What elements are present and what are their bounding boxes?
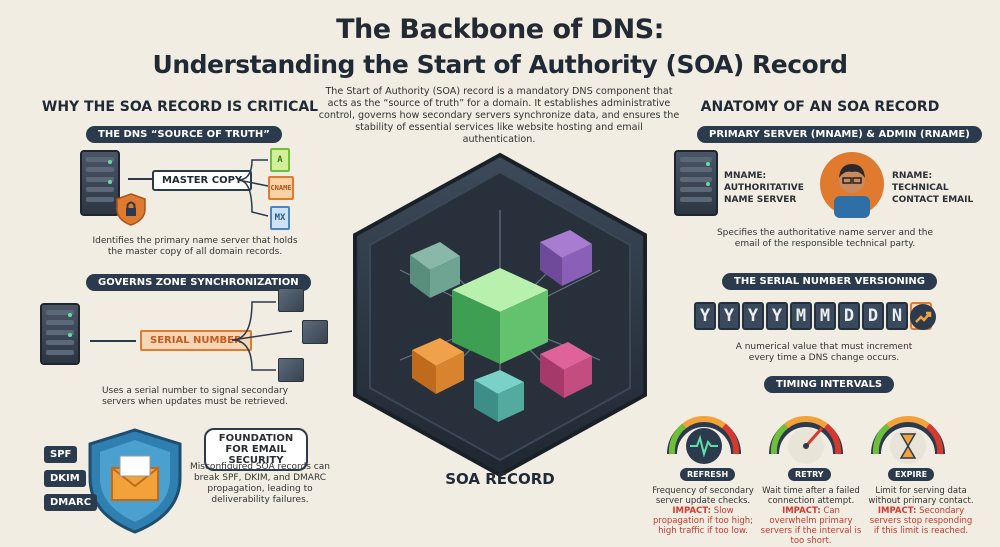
- refresh-desc-text: Frequency of secondary server update che…: [652, 486, 754, 506]
- serial-char: M: [814, 302, 836, 330]
- expire-gauge-icon: [868, 402, 948, 466]
- serial-chars: Y Y Y Y M M D D N N: [694, 302, 932, 330]
- expire-label: EXPIRE: [888, 468, 935, 481]
- serial-char: N: [886, 302, 908, 330]
- record-a-icon: A: [270, 148, 290, 172]
- refresh-gauge-icon: [664, 402, 744, 466]
- serial-char: Y: [742, 302, 764, 330]
- secondary-server-icon: [278, 358, 304, 382]
- serial-char: Y: [766, 302, 788, 330]
- title-line2: Understanding the Start of Authority (SO…: [152, 50, 848, 79]
- sync-arrow-line: [90, 340, 136, 342]
- master-copy-label: MASTER COPY: [152, 170, 253, 191]
- source-of-truth-tag: THE DNS “SOURCE OF TRUTH”: [86, 126, 282, 143]
- email-shield-icon: [80, 426, 190, 536]
- soa-cube-illustration: [340, 150, 660, 480]
- refresh-label: REFRESH: [680, 468, 736, 481]
- serial-tag: THE SERIAL NUMBER VERSIONING: [722, 273, 937, 290]
- spf-badge: SPF: [44, 446, 78, 463]
- email-security-tag: FOUNDATION FOR EMAIL SECURITY: [204, 428, 308, 471]
- primary-server-tag: PRIMARY SERVER (MNAME) & ADMIN (RNAME): [697, 126, 982, 143]
- retry-desc-text: Wait time after a failed connection atte…: [762, 486, 860, 506]
- retry-impact-text: Can overwhelm primary servers if the int…: [760, 506, 862, 546]
- serial-caption: A numerical value that must increment ev…: [735, 342, 913, 363]
- serial-char: Y: [694, 302, 716, 330]
- primary-server-icon: [40, 303, 80, 365]
- expire-desc-text: Limit for serving data without primary c…: [868, 486, 974, 506]
- sync-fanout-arrows: [232, 301, 292, 371]
- lock-shield-icon: [114, 192, 148, 226]
- right-heading: ANATOMY OF AN SOA RECORD: [700, 99, 940, 115]
- expire-impact-label: IMPACT:: [877, 506, 917, 516]
- trend-up-icon: [910, 304, 936, 330]
- refresh-impact-label: IMPACT:: [672, 506, 711, 516]
- rname-label: RNAME: TECHNICAL CONTACT EMAIL: [892, 171, 974, 205]
- mname-server-icon: [674, 150, 718, 216]
- arrow-line: [128, 178, 156, 180]
- dmarc-badge: DMARC: [44, 494, 98, 511]
- refresh-impact-text: Slow propagation if too high; high traff…: [653, 506, 753, 536]
- dkim-badge: DKIM: [44, 470, 86, 487]
- retry-label: RETRY: [788, 468, 831, 481]
- left-heading: WHY THE SOA RECORD IS CRITICAL: [41, 99, 319, 115]
- retry-impact-label: IMPACT:: [782, 506, 821, 516]
- serial-char: M: [790, 302, 812, 330]
- serial-number-label: SERIAL NUMBER: [140, 330, 252, 351]
- source-of-truth-caption: Identifies the primary name server that …: [92, 236, 298, 257]
- zone-sync-tag: GOVERNS ZONE SYNCHRONIZATION: [86, 274, 311, 291]
- title-line1: The Backbone of DNS:: [336, 14, 664, 45]
- serial-char: D: [838, 302, 860, 330]
- expire-impact-text: Secondary servers stop responding if thi…: [869, 506, 973, 536]
- serial-char: Y: [718, 302, 740, 330]
- zone-sync-caption: Uses a serial number to signal secondary…: [101, 386, 289, 407]
- secondary-server-icon: [302, 320, 328, 344]
- email-security-caption: Misconfigured SOA records can break SPF,…: [190, 462, 330, 505]
- secondary-server-icon: [278, 288, 304, 312]
- retry-desc: Wait time after a failed connection atte…: [758, 486, 864, 546]
- mname-label: MNAME: AUTHORITATIVE NAME SERVER: [724, 171, 804, 205]
- refresh-desc: Frequency of secondary server update che…: [650, 486, 756, 536]
- serial-char: D: [862, 302, 884, 330]
- primary-caption: Specifies the authoritative name server …: [716, 228, 934, 249]
- intro-text: The Start of Authority (SOA) record is a…: [318, 86, 680, 145]
- timing-tag: TIMING INTERVALS: [764, 376, 895, 393]
- expire-desc: Limit for serving data without primary c…: [866, 486, 976, 536]
- retry-gauge-icon: [766, 402, 846, 466]
- master-server-icon: [80, 150, 120, 216]
- center-label: SOA RECORD: [445, 470, 555, 488]
- admin-avatar-icon: [818, 150, 886, 218]
- record-arrows: [238, 159, 269, 217]
- record-mx-icon: MX: [270, 206, 290, 230]
- record-cname-icon: CNAME: [268, 176, 294, 200]
